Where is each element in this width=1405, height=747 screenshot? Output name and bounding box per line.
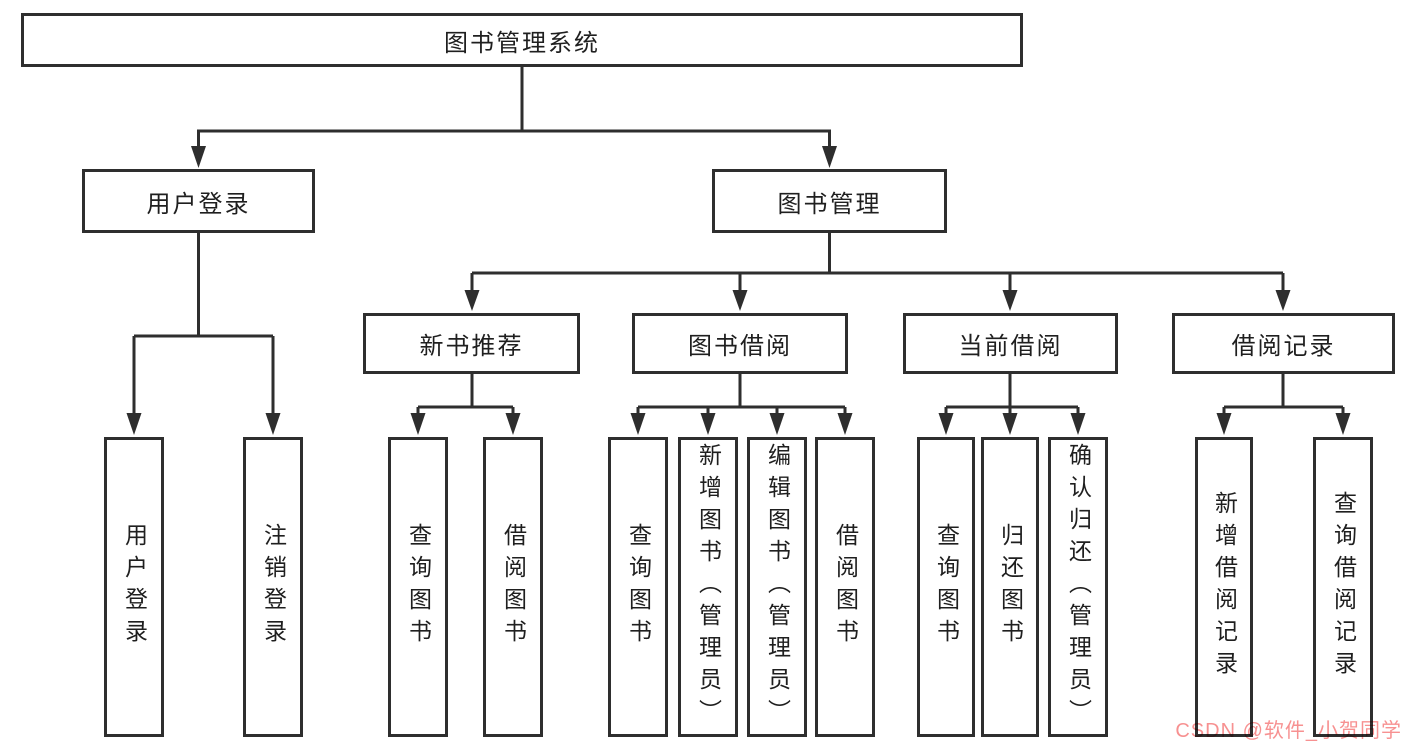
leaf-label: 新增图书（管理员） <box>695 443 722 731</box>
leaf-label: 查询借阅记录 <box>1330 491 1357 683</box>
arrow-down-icon <box>630 413 646 435</box>
connector-currentborrow-to-leaves <box>944 374 1080 418</box>
arrow-down-icon <box>410 413 426 435</box>
leaf-confirm-return-admin: 确认归还（管理员） <box>1048 437 1108 737</box>
connector-bookborrow-to-leaves <box>636 374 847 418</box>
leaf-add-borrow-record: 新增借阅记录 <box>1195 437 1253 737</box>
node-label: 图书借阅 <box>688 333 792 360</box>
node-label: 图书管理系统 <box>444 29 600 57</box>
node-label: 新书推荐 <box>419 333 524 360</box>
arrow-down-icon <box>769 413 785 435</box>
arrow-down-icon <box>126 413 142 435</box>
arrow-down-icon <box>837 413 853 435</box>
leaf-borrow-books: 借阅图书 <box>483 437 543 737</box>
leaf-label: 用户登录 <box>121 523 148 651</box>
leaf-label: 注销登录 <box>260 523 287 651</box>
connector-bookmgmt-to-level3 <box>470 233 1285 294</box>
node-current-borrowing: 当前借阅 <box>903 313 1118 374</box>
arrow-down-icon <box>938 413 954 435</box>
leaf-add-book-admin: 新增图书（管理员） <box>678 437 738 737</box>
leaf-query-borrow-record: 查询借阅记录 <box>1313 437 1373 737</box>
connector-borrowrecord-to-leaves <box>1222 374 1345 418</box>
node-book-management: 图书管理 <box>712 169 947 233</box>
leaf-label: 确认归还（管理员） <box>1065 443 1092 731</box>
connector-newbook-to-leaves <box>416 374 515 418</box>
node-label: 图书管理 <box>777 190 882 218</box>
csdn-watermark: CSDN @软件_小贺同学 <box>1175 720 1402 742</box>
arrow-down-icon <box>1002 290 1018 311</box>
arrow-down-icon <box>1070 413 1086 435</box>
arrow-down-icon <box>265 413 281 435</box>
arrow-down-icon <box>822 146 837 168</box>
node-label: 借阅记录 <box>1231 333 1336 360</box>
leaf-edit-book-admin: 编辑图书（管理员） <box>747 437 807 737</box>
leaf-label: 查询图书 <box>625 523 652 651</box>
node-new-book-recommendation: 新书推荐 <box>363 313 580 374</box>
arrowheads <box>126 146 1351 435</box>
node-borrowing-records: 借阅记录 <box>1172 313 1395 374</box>
arrow-down-icon <box>191 146 206 168</box>
leaf-query-books: 查询图书 <box>388 437 448 737</box>
leaf-label: 借阅图书 <box>832 523 859 651</box>
leaf-label: 查询图书 <box>933 523 960 651</box>
arrow-down-icon <box>464 290 480 311</box>
node-user-login: 用户登录 <box>82 169 315 233</box>
connector-userlogin-to-leaves <box>132 233 275 418</box>
leaf-return-books: 归还图书 <box>981 437 1039 737</box>
leaf-user-login: 用户登录 <box>104 437 164 737</box>
leaf-query-books: 查询图书 <box>917 437 975 737</box>
arrow-down-icon <box>1216 413 1232 435</box>
node-label: 当前借阅 <box>958 333 1063 360</box>
arrow-down-icon <box>1002 413 1018 435</box>
arrow-down-icon <box>700 413 716 435</box>
arrow-down-icon <box>732 290 748 311</box>
arrow-down-icon <box>1335 413 1351 435</box>
node-label: 用户登录 <box>146 190 251 218</box>
arrow-down-icon <box>1275 290 1291 311</box>
leaf-label: 新增借阅记录 <box>1211 491 1238 683</box>
leaf-label: 查询图书 <box>405 523 432 651</box>
leaf-borrow-books: 借阅图书 <box>815 437 875 737</box>
leaf-label: 归还图书 <box>997 523 1024 651</box>
leaf-query-books: 查询图书 <box>608 437 668 737</box>
leaf-label: 编辑图书（管理员） <box>764 443 791 731</box>
leaf-logout: 注销登录 <box>243 437 303 737</box>
leaf-label: 借阅图书 <box>500 523 527 651</box>
node-book-borrowing: 图书借阅 <box>632 313 848 374</box>
connector-root-to-level2 <box>197 67 831 150</box>
arrow-down-icon <box>505 413 521 435</box>
node-library-management-system: 图书管理系统 <box>21 13 1023 67</box>
